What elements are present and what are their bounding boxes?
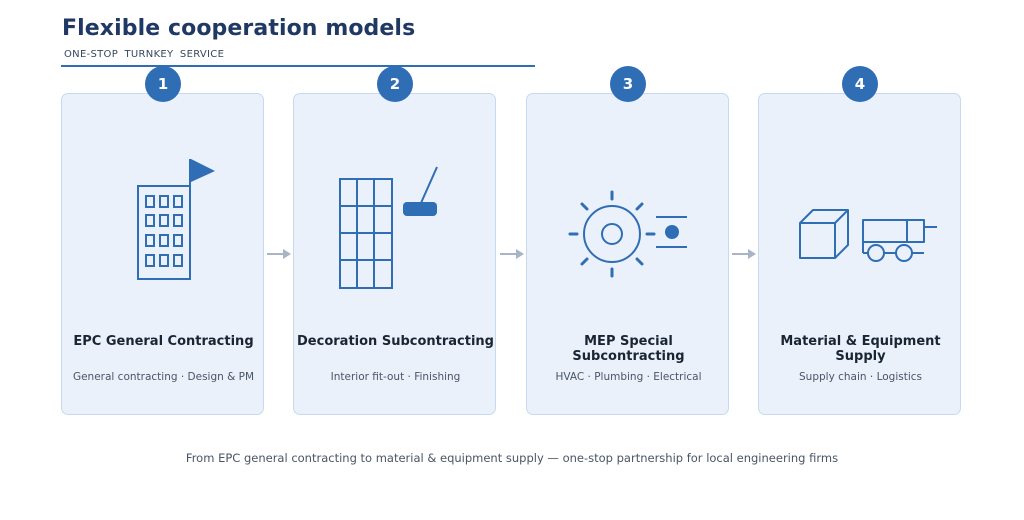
step-title: EPC General Contracting	[73, 334, 254, 349]
step-number-badge: 1	[145, 66, 181, 102]
step-card-decoration: Decoration Subcontracting Interior fit-o…	[293, 93, 496, 415]
footer-caption: From EPC general contracting to material…	[185, 451, 839, 465]
step-number-badge: 3	[610, 66, 646, 102]
step-title: Material & Equipment Supply	[780, 334, 941, 364]
title-divider	[61, 65, 535, 67]
step-description: Interior fit-out · Finishing	[330, 371, 461, 383]
step-number-badge: 4	[842, 66, 878, 102]
arrow-right-icon	[732, 249, 756, 259]
step-number-badge: 2	[377, 66, 413, 102]
facade-roller-icon	[339, 166, 438, 289]
arrow-right-icon	[500, 249, 524, 259]
step-title: MEP Special Subcontracting	[572, 334, 685, 364]
step-card-supply: Material & Equipment Supply Supply chain…	[758, 93, 961, 415]
building-flag-icon	[137, 159, 215, 280]
step-title: Decoration Subcontracting	[297, 334, 494, 349]
step-description: General contracting · Design & PM	[72, 371, 255, 383]
page-subtitle: ONE-STOP TURNKEY SERVICE	[64, 49, 225, 60]
page-title: Flexible cooperation models	[62, 16, 416, 41]
arrow-right-icon	[267, 249, 291, 259]
step-description: HVAC · Plumbing · Electrical	[555, 371, 702, 383]
step-card-epc: EPC General Contracting General contract…	[61, 93, 264, 415]
gear-valve-icon	[568, 190, 687, 278]
step-description: Supply chain · Logistics	[799, 371, 922, 383]
step-card-mep: MEP Special Subcontracting HVAC · Plumbi…	[526, 93, 729, 415]
box-truck-icon	[799, 209, 937, 262]
